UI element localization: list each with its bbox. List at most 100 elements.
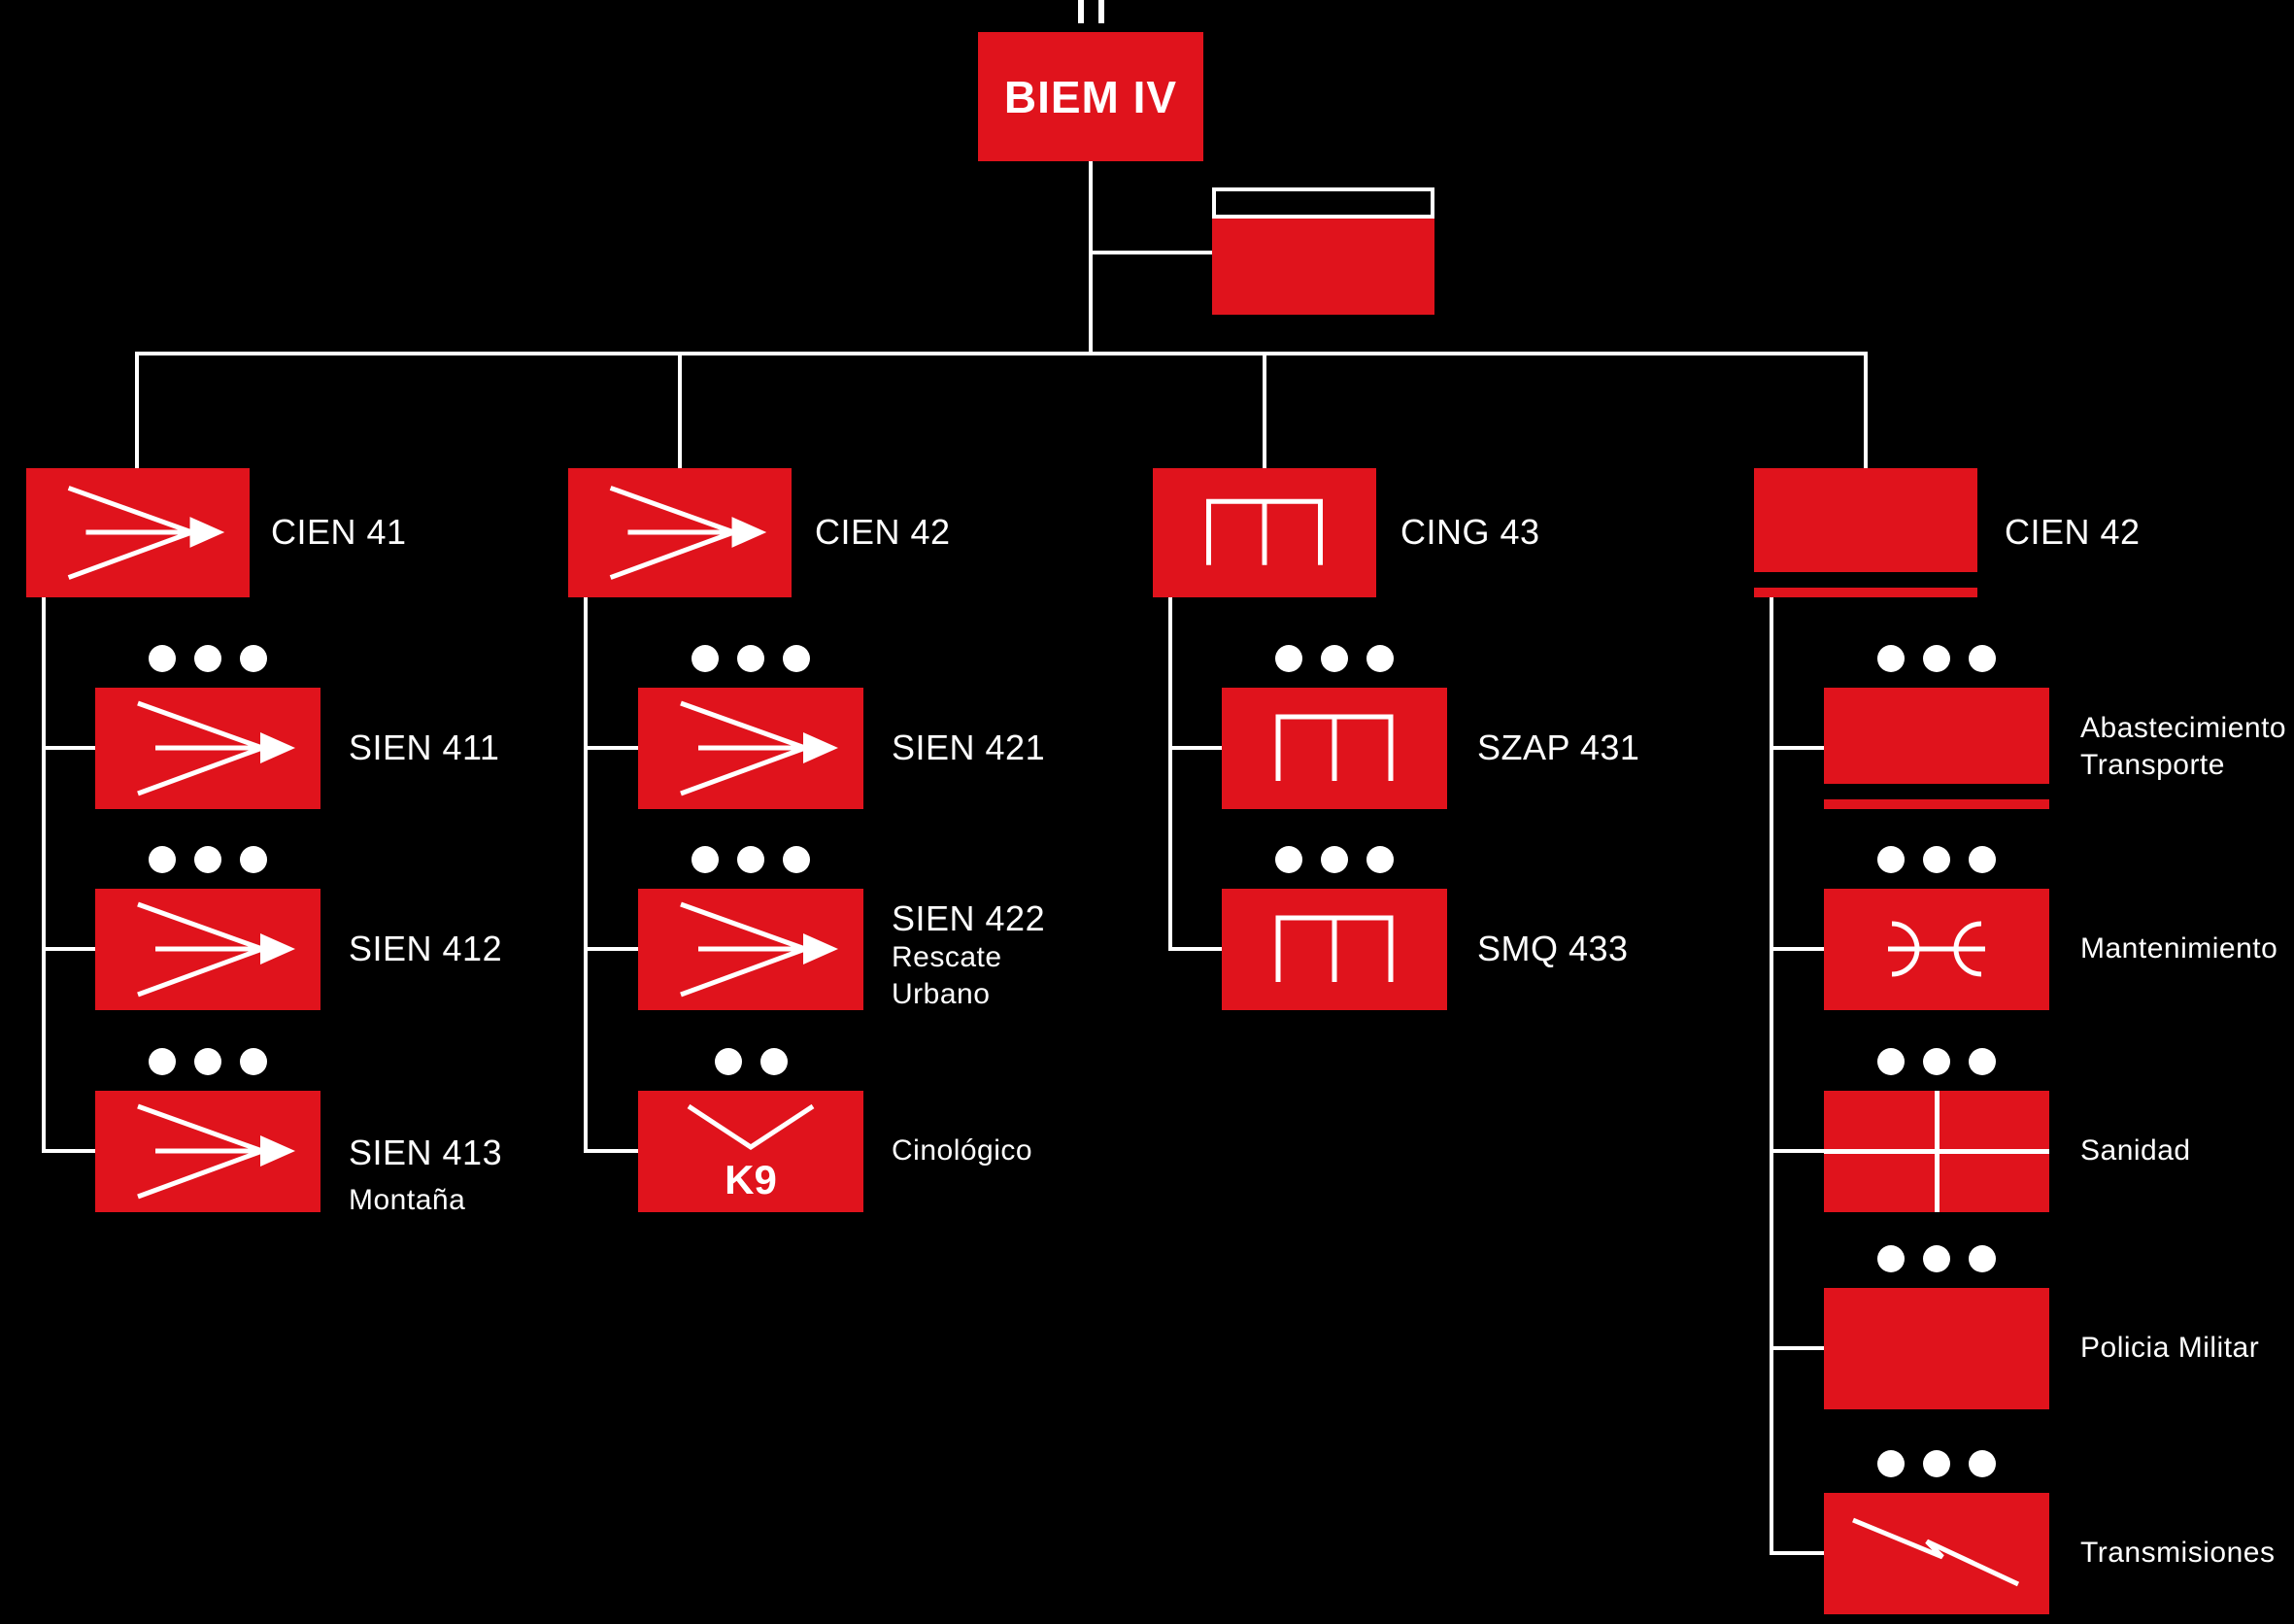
- unit-box-sanidad: [1824, 1091, 2049, 1212]
- unit-label-szap-431: SZAP 431: [1477, 727, 1640, 767]
- dot-icon: [1969, 846, 1996, 873]
- dot-icon: [194, 1048, 221, 1075]
- dot-icon: [240, 645, 267, 672]
- unit-label-cien-42: CIEN 42: [815, 512, 951, 552]
- root-unit-label: BIEM IV: [1003, 71, 1178, 122]
- echelon-dots: [1877, 846, 1996, 873]
- connector-line: [135, 352, 1868, 355]
- dot-icon: [1366, 645, 1394, 672]
- battalion-echelon-icon: [1098, 0, 1104, 23]
- dot-icon: [1321, 846, 1348, 873]
- echelon-dots: [1877, 1048, 1996, 1075]
- dot-icon: [1877, 1450, 1905, 1477]
- maintenance-icon: [1824, 889, 2049, 1010]
- unit-box-sien-412: [95, 889, 320, 1010]
- unit-box-transmisiones: [1824, 1493, 2049, 1614]
- echelon-dots: [149, 846, 267, 873]
- dot-icon: [1321, 645, 1348, 672]
- dot-icon: [1923, 846, 1950, 873]
- echelon-dots: [692, 645, 810, 672]
- unit-sublabel-montana: Montaña: [349, 1184, 466, 1216]
- unit-label-sien-413: SIEN 413: [349, 1133, 503, 1172]
- dot-icon: [692, 846, 719, 873]
- engineer-arrow-icon: [95, 688, 320, 809]
- unit-label-sien-422: SIEN 422: [892, 898, 1046, 938]
- connector-line: [1168, 746, 1224, 750]
- connector-line: [1770, 1346, 1826, 1350]
- dot-icon: [149, 1048, 176, 1075]
- dot-icon: [1366, 846, 1394, 873]
- connector-line: [42, 947, 97, 951]
- unit-label-sanidad: Sanidad: [2080, 1134, 2191, 1167]
- dot-icon: [194, 645, 221, 672]
- connector-line: [1770, 1149, 1826, 1153]
- connector-line: [584, 947, 640, 951]
- engineer-arrow-icon: [95, 889, 320, 1010]
- echelon-dots: [149, 645, 267, 672]
- connector-line: [42, 1149, 97, 1153]
- unit-label-abastecimiento: Abastecimiento: [2080, 712, 2287, 744]
- echelon-dots: [1275, 645, 1394, 672]
- connector-line: [1168, 947, 1224, 951]
- unit-box-abastecimiento: [1824, 688, 2049, 809]
- connector-line: [678, 352, 682, 468]
- logistics-stripe-icon: [1824, 784, 2049, 799]
- bridge-icon: [1222, 688, 1447, 809]
- hq-staff-box: [1212, 219, 1434, 315]
- dot-icon: [737, 846, 764, 873]
- dot-icon: [1923, 1450, 1950, 1477]
- dot-icon: [1877, 1048, 1905, 1075]
- connector-line: [584, 746, 640, 750]
- connector-line: [42, 597, 46, 1153]
- k9-chevron-icon: K9: [687, 1103, 815, 1202]
- connector-line: [1770, 597, 1773, 1555]
- dot-icon: [1969, 645, 1996, 672]
- unit-label-transporte: Transporte: [2080, 749, 2225, 781]
- dot-icon: [149, 846, 176, 873]
- unit-box-sien-411: [95, 688, 320, 809]
- hq-staff-box-icon: [1212, 187, 1434, 219]
- battalion-echelon-icon: [1078, 0, 1084, 23]
- connector-line: [1770, 947, 1826, 951]
- unit-label-cing-43: CING 43: [1400, 512, 1540, 552]
- dot-icon: [783, 846, 810, 873]
- dot-icon: [1877, 1245, 1905, 1272]
- unit-label-cien-41: CIEN 41: [271, 512, 407, 552]
- echelon-dots: [1877, 1450, 1996, 1477]
- connector-line: [135, 352, 139, 468]
- connector-line: [584, 597, 588, 1153]
- unit-sublabel-rescate: Rescate: [892, 941, 1002, 973]
- unit-box-cing-43: [1153, 468, 1376, 597]
- dot-icon: [1877, 645, 1905, 672]
- dot-icon: [783, 645, 810, 672]
- unit-label-sien-421: SIEN 421: [892, 727, 1046, 767]
- dot-icon: [715, 1048, 742, 1075]
- connector-line: [1091, 251, 1214, 254]
- medical-cross-icon: [1824, 1149, 2049, 1154]
- unit-box-biem-iv: BIEM IV: [978, 32, 1203, 161]
- dot-icon: [1275, 645, 1302, 672]
- connector-line: [1263, 352, 1266, 468]
- unit-box-mantenimiento: [1824, 889, 2049, 1010]
- echelon-dots: [1275, 846, 1394, 873]
- unit-box-smq-433: [1222, 889, 1447, 1010]
- echelon-dots: [1877, 1245, 1996, 1272]
- engineer-arrow-icon: [568, 468, 792, 597]
- bridge-icon: [1222, 889, 1447, 1010]
- unit-label-transmisiones: Transmisiones: [2080, 1537, 2276, 1569]
- engineer-arrow-icon: [638, 688, 863, 809]
- logistics-stripe-icon: [1754, 572, 1977, 588]
- connector-line: [1168, 597, 1172, 951]
- bridge-icon: [1153, 468, 1376, 597]
- signal-flash-icon: [1824, 1493, 2049, 1614]
- echelon-dots: [1877, 645, 1996, 672]
- connector-line: [1770, 1551, 1826, 1555]
- connector-line: [584, 1149, 640, 1153]
- unit-label-smq-433: SMQ 433: [1477, 929, 1629, 968]
- dot-icon: [149, 645, 176, 672]
- connector-line: [1089, 161, 1093, 355]
- dot-icon: [1923, 645, 1950, 672]
- unit-box-policia-militar: [1824, 1288, 2049, 1409]
- dot-icon: [194, 846, 221, 873]
